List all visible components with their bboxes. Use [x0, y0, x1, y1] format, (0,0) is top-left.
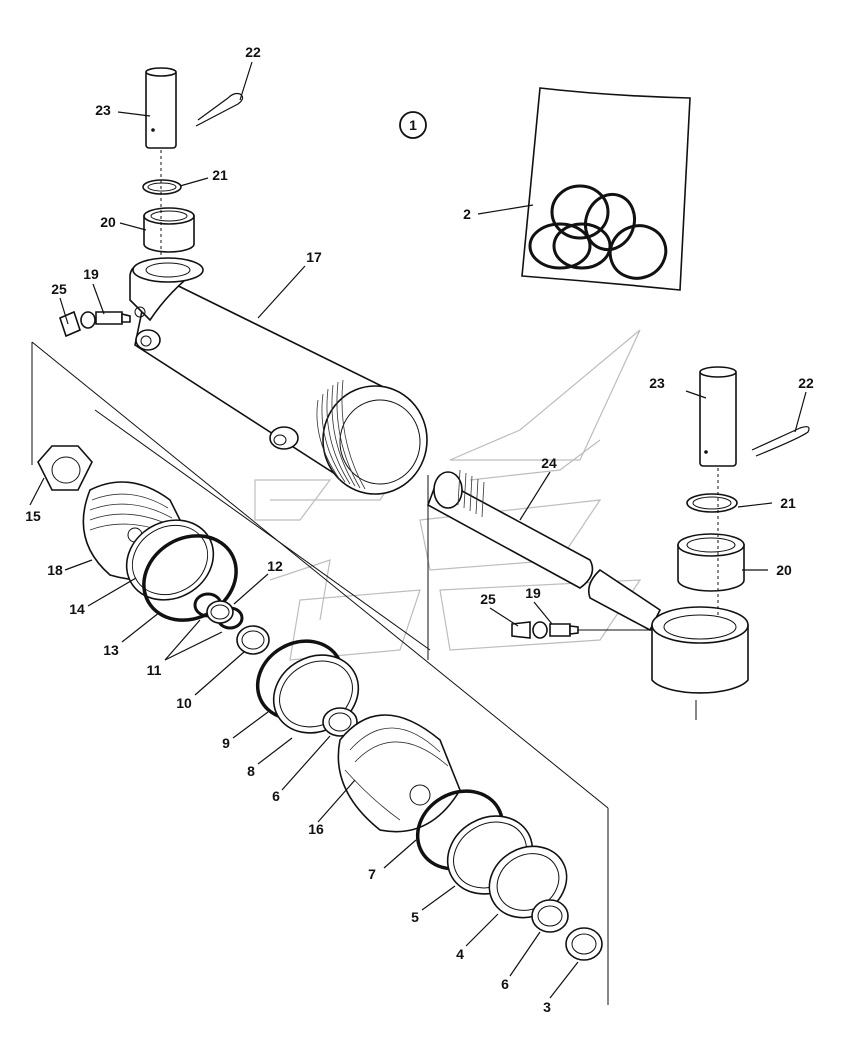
callout-23-right: 23 — [649, 375, 665, 391]
ring-6-lower — [531, 899, 569, 933]
cylinder-barrel-17 — [129, 257, 428, 495]
clip-22-right — [751, 426, 810, 457]
pin-23-right — [699, 366, 737, 467]
ring-6-upper — [322, 707, 358, 737]
o-ring-10 — [236, 625, 270, 655]
callout-3: 3 — [543, 999, 551, 1015]
piston-16 — [337, 714, 461, 833]
callout-19-left: 19 — [83, 266, 99, 282]
callout-6-lower: 6 — [501, 976, 509, 992]
seal-12 — [206, 600, 234, 624]
callout-10: 10 — [176, 695, 192, 711]
callout-20-right: 20 — [776, 562, 792, 578]
callout-25-left: 25 — [51, 281, 67, 297]
washer-21-right — [686, 493, 738, 513]
callout-25-right: 25 — [480, 591, 496, 607]
callout-19-right: 19 — [525, 585, 541, 601]
leader-lines — [29, 61, 807, 999]
callout-labels: 22 23 21 20 17 19 25 2 23 22 21 20 24 19… — [25, 44, 814, 1015]
callout-14: 14 — [69, 601, 85, 617]
pin-23-top — [145, 67, 177, 149]
ring-3 — [565, 927, 603, 961]
callout-13: 13 — [103, 642, 119, 658]
assembly-number-badge: 1 — [399, 111, 427, 139]
callout-22-top: 22 — [245, 44, 261, 60]
bushing-20-top — [143, 207, 195, 253]
callout-22-right: 22 — [798, 375, 814, 391]
callout-24: 24 — [541, 455, 557, 471]
frame-lines — [31, 341, 609, 1005]
nut-15 — [37, 445, 93, 491]
callout-20-top: 20 — [100, 214, 116, 230]
callout-15: 15 — [25, 508, 41, 524]
assembly-number: 1 — [409, 117, 417, 133]
callout-18: 18 — [47, 562, 63, 578]
callout-17: 17 — [306, 249, 322, 265]
callout-4: 4 — [456, 946, 464, 962]
seal-kit-bag-2 — [521, 87, 691, 291]
callout-11: 11 — [147, 662, 162, 678]
callout-2: 2 — [463, 206, 471, 222]
callout-12: 12 — [267, 558, 283, 574]
callout-9: 9 — [222, 735, 230, 751]
callout-6-upper: 6 — [272, 788, 280, 804]
callout-7: 7 — [368, 866, 376, 882]
grease-fitting-19-right — [549, 623, 652, 637]
callout-21-right: 21 — [780, 495, 796, 511]
callout-16: 16 — [308, 821, 324, 837]
grease-fitting-19-left — [95, 311, 131, 325]
rod-eye — [651, 606, 749, 720]
washer-21-top — [142, 179, 182, 195]
callout-21-top: 21 — [212, 167, 228, 183]
callout-23-top: 23 — [95, 102, 111, 118]
callout-8: 8 — [247, 763, 255, 779]
piston-rod-24 — [427, 469, 662, 632]
cap-25-left — [59, 310, 96, 338]
cap-25-right — [511, 621, 548, 639]
bushing-20-right — [677, 533, 745, 592]
callout-5: 5 — [411, 909, 419, 925]
clip-22-top — [195, 92, 244, 127]
